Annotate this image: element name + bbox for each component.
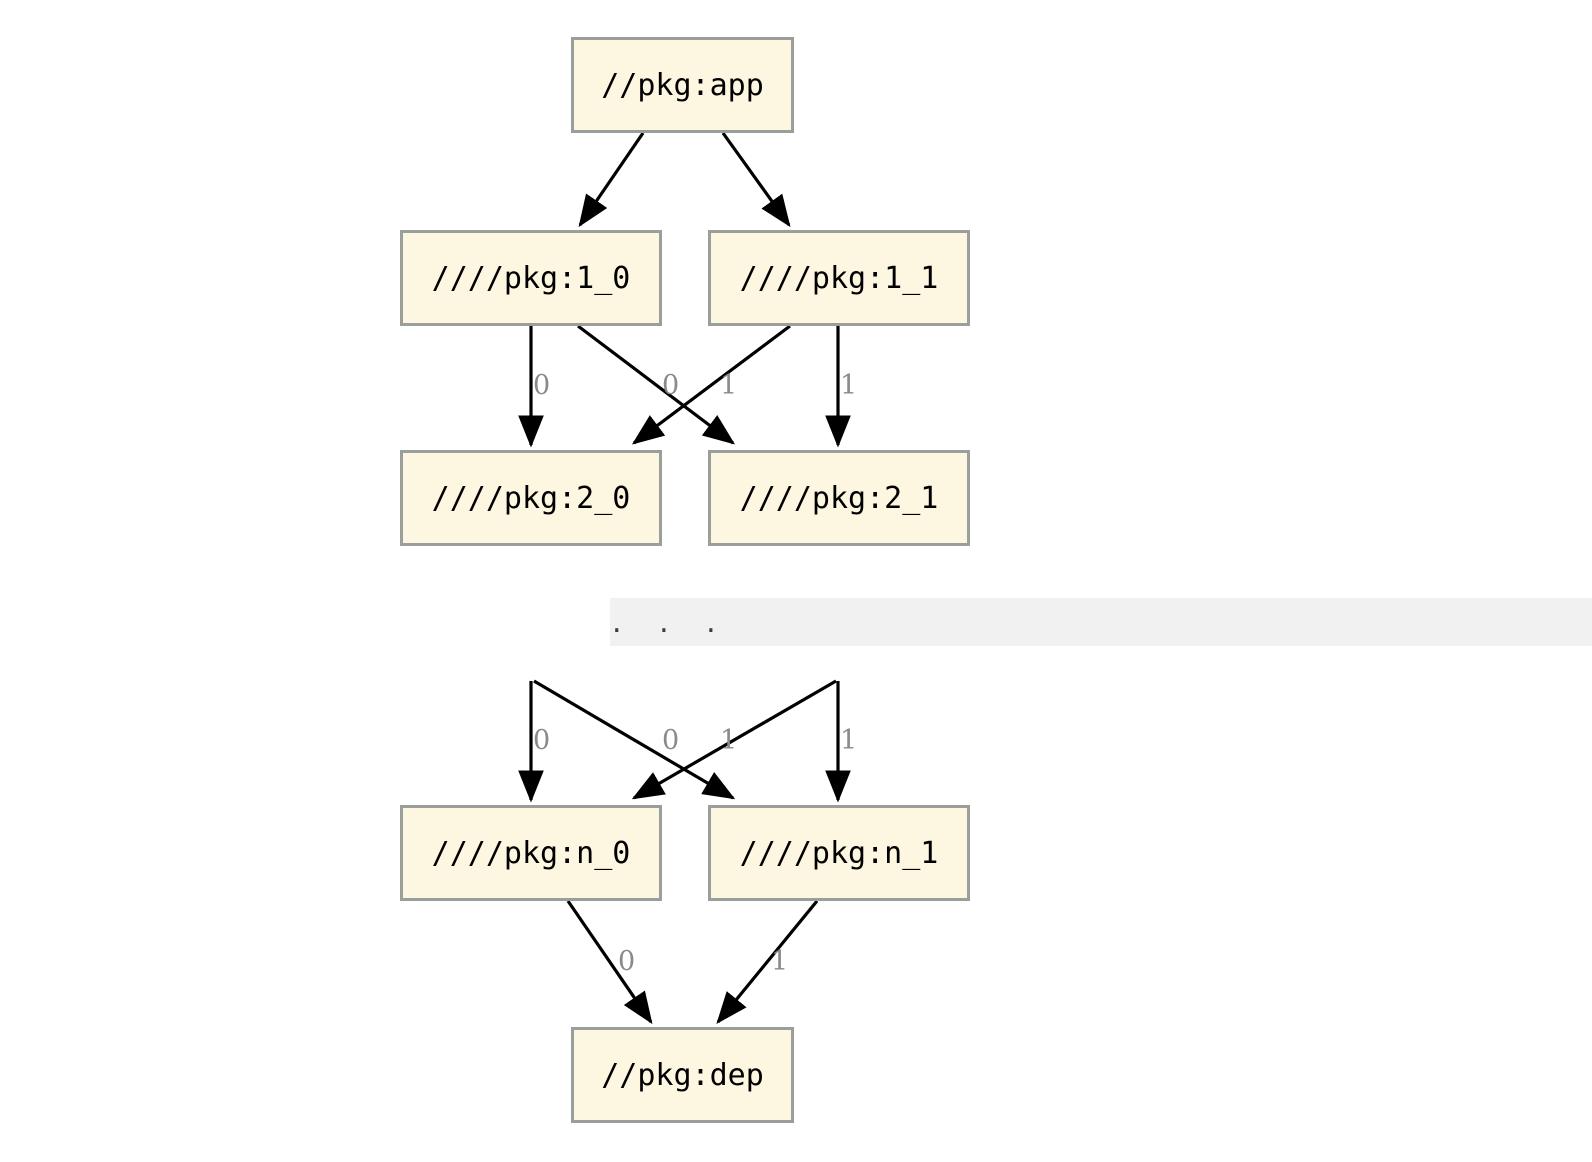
ellipsis-dots: . . .: [612, 605, 730, 640]
edge-arrow: [578, 132, 645, 228]
edge-arrow: [533, 679, 736, 800]
node-label: ////pkg:2_0: [431, 480, 631, 516]
edge-label: 1: [840, 725, 858, 756]
node-dep[interactable]: //pkg:dep: [571, 1027, 794, 1123]
node-nn_0[interactable]: ////pkg:n_0: [400, 805, 662, 901]
node-label: ////pkg:1_1: [739, 260, 939, 296]
edge-label: 0: [533, 725, 551, 756]
node-label: ////pkg:1_0: [431, 260, 631, 296]
node-label: ////pkg:2_1: [739, 480, 939, 516]
edge-label: 1: [771, 946, 789, 977]
edge-label: 0: [618, 946, 636, 977]
node-label: //pkg:app: [601, 67, 764, 103]
node-n2_1[interactable]: ////pkg:2_1: [708, 450, 970, 546]
edge-arrow: [631, 324, 791, 445]
edge-label: 1: [720, 370, 738, 401]
edge-label: 1: [720, 725, 738, 756]
edge-arrow: [577, 324, 736, 445]
edge-label: 0: [662, 725, 680, 756]
edge-label: 0: [662, 370, 680, 401]
ellipsis-separator-band: [610, 598, 1592, 646]
edge-arrow: [721, 132, 791, 228]
node-n2_0[interactable]: ////pkg:2_0: [400, 450, 662, 546]
edge-label: 0: [533, 370, 551, 401]
node-label: ////pkg:n_0: [431, 835, 631, 871]
edge-arrow: [631, 679, 837, 800]
node-n1_0[interactable]: ////pkg:1_0: [400, 230, 662, 326]
node-app[interactable]: //pkg:app: [571, 37, 794, 133]
edge-label: 1: [840, 370, 858, 401]
node-label: //pkg:dep: [601, 1057, 764, 1093]
node-n1_1[interactable]: ////pkg:1_1: [708, 230, 970, 326]
node-nn_1[interactable]: ////pkg:n_1: [708, 805, 970, 901]
node-label: ////pkg:n_1: [739, 835, 939, 871]
edge-arrow: [716, 899, 819, 1024]
edge-lines: [518, 132, 851, 1025]
edge-arrow: [566, 900, 653, 1025]
